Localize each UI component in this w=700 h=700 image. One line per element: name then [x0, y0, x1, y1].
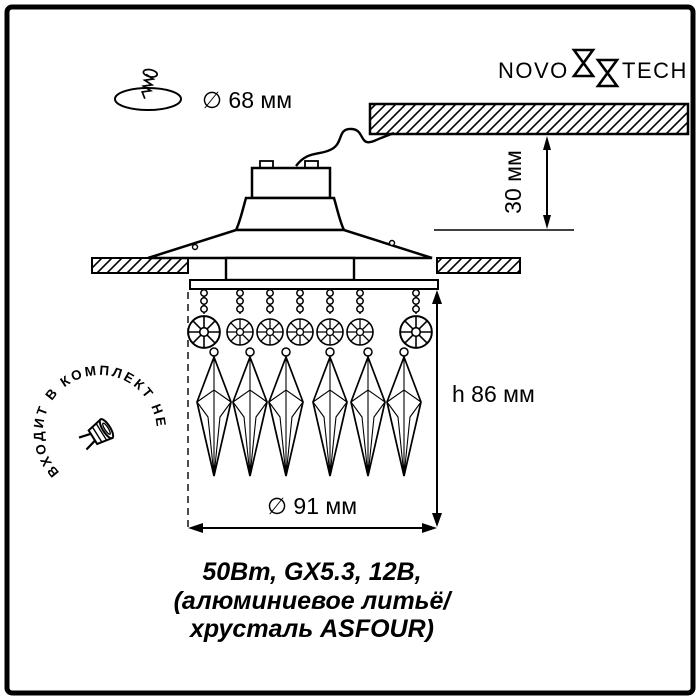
crystal-rosette: [316, 318, 344, 346]
spec-line-3: хрусталь ASFOUR): [188, 615, 434, 643]
arrowhead-right: [422, 523, 437, 533]
arrowhead-down: [543, 215, 551, 229]
cutout-indicator: ∅ 68 мм: [114, 68, 292, 113]
crystal-chain: [326, 287, 334, 315]
spec-text: 50Вт, GX5.3, 12В, (алюминиевое литьё/ хр…: [174, 558, 454, 643]
height-label: h 86 мм: [452, 381, 535, 407]
crystal-rosette: [399, 315, 433, 349]
spec-line-1: 50Вт, GX5.3, 12В,: [202, 558, 421, 586]
recessed-can: [224, 256, 356, 282]
lamp-body: [233, 196, 347, 232]
lamp-icon: [78, 417, 115, 451]
cutout-diameter-label: ∅ 68 мм: [202, 87, 292, 113]
dimension-height: h 86 мм: [187, 290, 535, 532]
crystal-chain: [296, 287, 304, 315]
crystal-chain: [266, 287, 274, 315]
crystal-rosette: [187, 315, 221, 349]
arrowhead-left: [188, 523, 203, 533]
screw-icon: [141, 68, 159, 99]
power-wire: [295, 127, 395, 167]
diameter-label: ∅ 91 мм: [267, 493, 357, 519]
ceiling-section-bottom: [91, 257, 521, 274]
dimension-depth: 30 мм: [434, 136, 574, 231]
arrowhead-down: [432, 513, 442, 527]
crystal-chain: [412, 287, 420, 315]
crystal-chain: [356, 287, 364, 315]
crystal-rosette: [346, 318, 374, 346]
trim-clip-right: [388, 239, 396, 247]
spec-line-2: (алюминиевое литьё/: [174, 587, 454, 615]
crystal-rosette: [286, 318, 314, 346]
arrowhead-up: [543, 136, 551, 150]
fixture-housing: [147, 160, 433, 260]
dimension-diameter: ∅ 91 мм: [188, 493, 437, 533]
arrowhead-up: [432, 290, 442, 304]
frame-border: [4, 4, 696, 696]
ceiling-section-top: [368, 102, 690, 136]
logo-prefix: NOVO: [498, 58, 569, 83]
crystal-chain: [236, 287, 244, 315]
crystal-chain: [200, 287, 208, 315]
crystal-rosette: [256, 318, 284, 346]
logo-suffix: TECH: [622, 58, 688, 83]
logo-o-glyph-1: [571, 48, 596, 78]
crystal-mount-plate: [189, 279, 439, 290]
brand-logo: NOVO TECH: [498, 48, 688, 88]
junction-box: [250, 166, 332, 200]
depth-label: 30 мм: [500, 150, 526, 214]
trim-clip-left: [191, 243, 199, 251]
logo-o-glyph-2: [595, 58, 620, 88]
crystal-rosette: [226, 318, 254, 346]
